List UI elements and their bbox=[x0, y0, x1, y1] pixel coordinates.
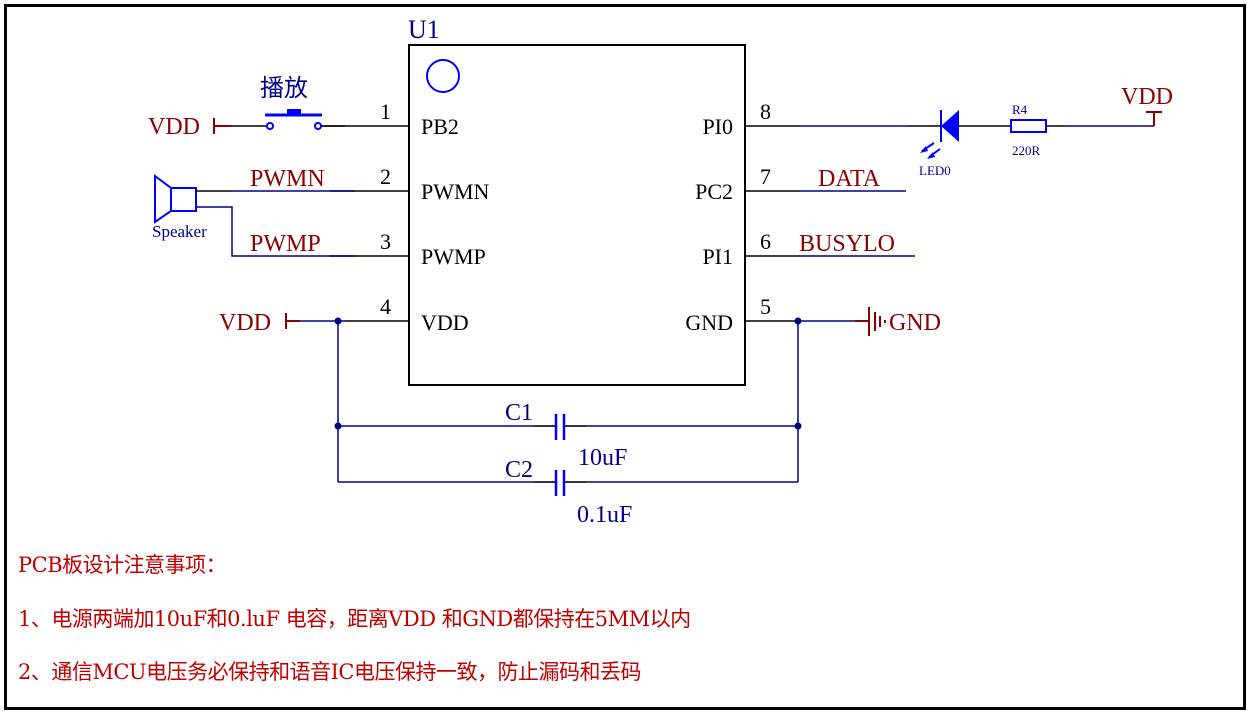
capacitor-c1-designator: C1 bbox=[505, 400, 533, 426]
chip-designator: U1 bbox=[408, 15, 440, 44]
vdd-label-pin4: VDD bbox=[219, 310, 271, 336]
button-label: 播放 bbox=[260, 75, 308, 102]
resistor-icon bbox=[1010, 119, 1047, 133]
wire-pwmp bbox=[196, 206, 355, 257]
pin-number-5: 5 bbox=[760, 294, 771, 319]
push-button-icon bbox=[265, 109, 322, 130]
schematic-frame bbox=[4, 4, 1246, 710]
pin-name-pc2: PC2 bbox=[695, 179, 733, 204]
pin-name-pi0: PI0 bbox=[702, 114, 733, 139]
resistor-value: 220R bbox=[1012, 143, 1041, 158]
pin-name-pwmp: PWMP bbox=[421, 244, 486, 269]
chip-body bbox=[408, 44, 746, 386]
pin-number-1: 1 bbox=[380, 99, 391, 124]
pin-name-gnd: GND bbox=[685, 310, 733, 335]
pin-name-vdd: VDD bbox=[421, 310, 469, 335]
led-icon bbox=[920, 110, 959, 159]
pin-number-3: 3 bbox=[380, 229, 391, 254]
net-label-pwmn: PWMN bbox=[250, 166, 325, 192]
notes-title: PCB板设计注意事项： bbox=[18, 553, 227, 577]
pin-number-4: 4 bbox=[380, 294, 391, 319]
capacitor-c2-icon bbox=[554, 470, 566, 496]
net-label-data: DATA bbox=[818, 166, 881, 192]
pin1-marker-icon bbox=[426, 59, 460, 93]
net-label-gnd: GND bbox=[889, 310, 941, 336]
note-item-1: 1、电源两端加10uF和0.luF 电容，距离VDD 和GND都保持在5MM以内 bbox=[18, 607, 691, 631]
speaker-label: Speaker bbox=[152, 222, 207, 241]
pin-name-pi1: PI1 bbox=[702, 244, 733, 269]
speaker-icon bbox=[154, 174, 197, 224]
capacitor-c1-icon bbox=[554, 414, 566, 440]
vdd-label-resistor: VDD bbox=[1121, 84, 1173, 110]
vdd-label-button: VDD bbox=[148, 114, 200, 140]
net-label-pwmp: PWMP bbox=[250, 231, 321, 257]
capacitor-c2-value: 0.1uF bbox=[577, 502, 632, 528]
note-item-2: 2、通信MCU电压务必保持和语音IC电压保持一致，防止漏码和丢码 bbox=[18, 660, 642, 684]
pin-number-8: 8 bbox=[760, 99, 771, 124]
ground-icon bbox=[868, 307, 886, 336]
pin-number-6: 6 bbox=[760, 229, 771, 254]
led-label: LED0 bbox=[919, 163, 951, 178]
resistor-designator: R4 bbox=[1012, 102, 1028, 117]
pin-number-7: 7 bbox=[760, 164, 771, 189]
capacitor-c1-value: 10uF bbox=[578, 445, 627, 471]
pin-name-pwmn: PWMN bbox=[421, 179, 490, 204]
capacitor-c2-designator: C2 bbox=[505, 457, 533, 483]
pin-name-pb2: PB2 bbox=[421, 114, 459, 139]
pin-number-2: 2 bbox=[380, 164, 391, 189]
net-label-busylo: BUSYLO bbox=[799, 231, 895, 257]
